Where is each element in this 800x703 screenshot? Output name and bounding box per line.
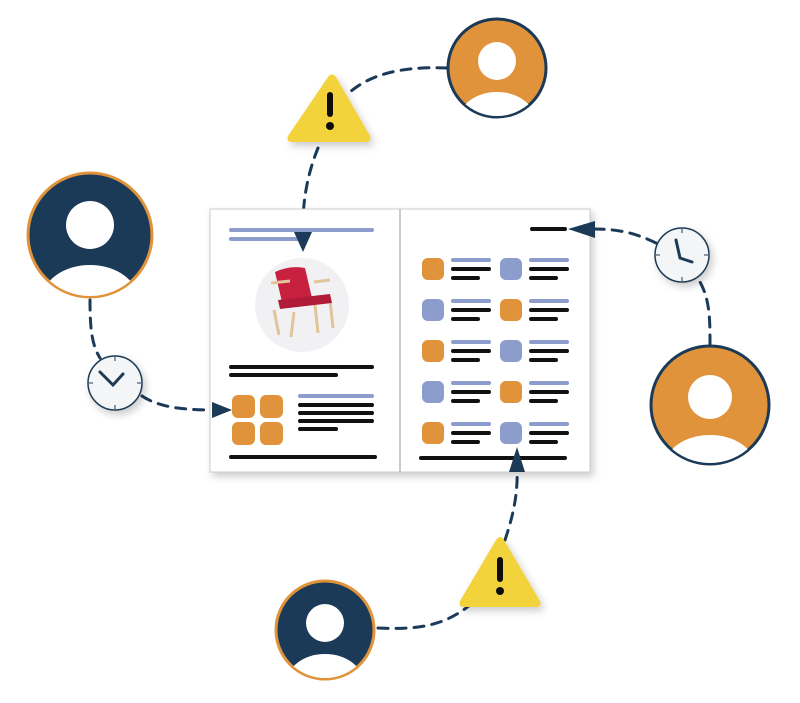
product-tile [422,422,491,444]
product-tile [422,258,491,280]
arrow-head-icon [212,402,232,418]
user-avatar-icon [26,171,154,299]
connector-left [88,298,102,360]
warning-icon [287,74,371,142]
warning-icon [459,537,541,607]
product-tile [500,258,569,280]
clock-icon [87,355,143,411]
connector-bottom [376,603,472,630]
chair-image [270,267,335,338]
product-tile [422,340,491,362]
product-tile [500,299,569,321]
user-avatar-icon [649,344,771,466]
product-tile [500,340,569,362]
arrow-head-icon [294,232,312,252]
product-tile [500,422,569,444]
connector-right-clock [588,227,658,245]
connector-left-clock [140,394,220,412]
connector-right [698,280,712,347]
clock-icon [654,227,710,283]
arrow-head-icon [568,221,595,238]
catalog-document [209,208,591,473]
user-avatar-icon [446,17,548,119]
connector-bottom-up [503,463,519,542]
connector-top [348,66,449,94]
product-tile [422,381,491,403]
user-avatar-icon [274,579,376,681]
product-tile [500,381,569,403]
arrow-head-icon [509,447,525,472]
product-tile [422,299,491,321]
